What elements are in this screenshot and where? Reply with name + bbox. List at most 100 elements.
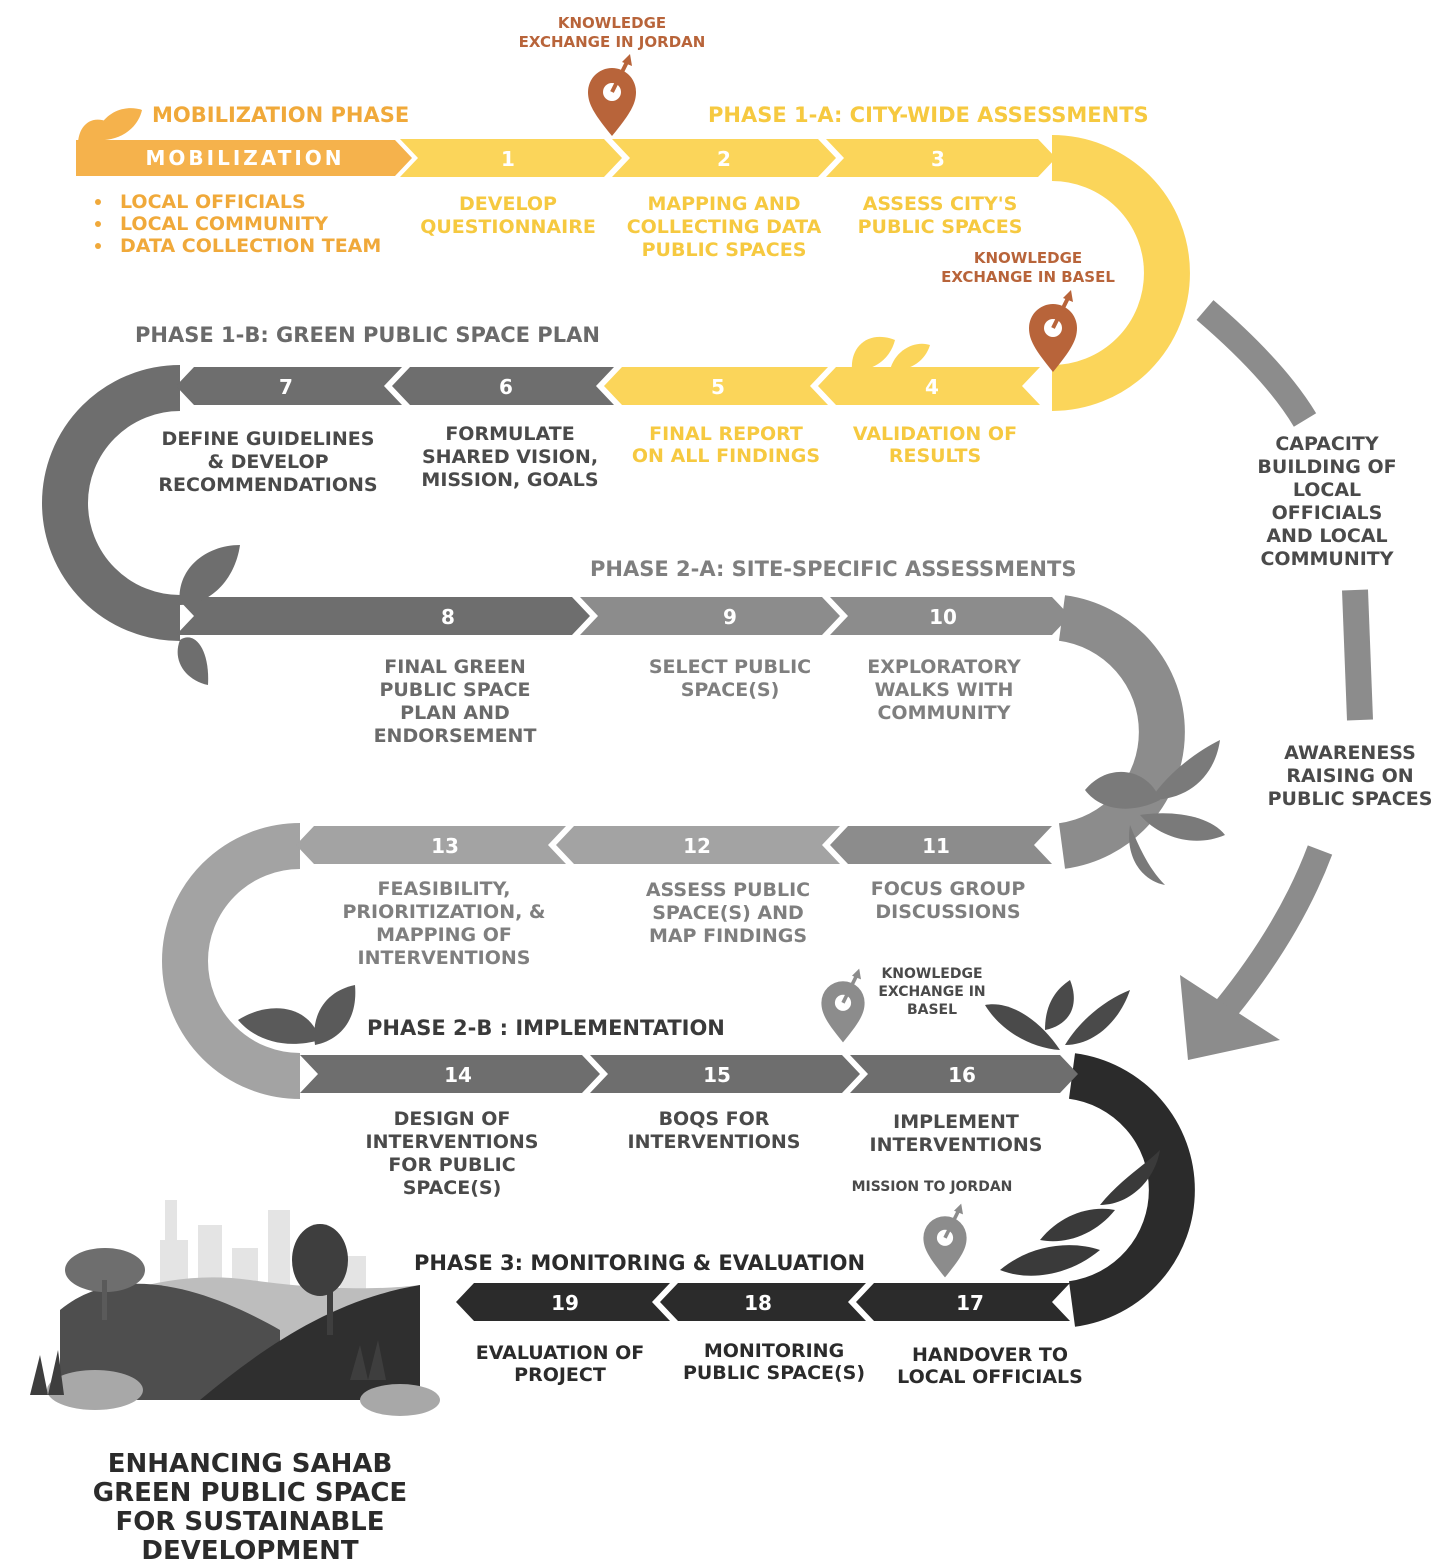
step-segment-8 [176, 597, 590, 635]
step-12-desc-line: MAP FINDINGS [649, 925, 807, 947]
step-16-desc-line: INTERVENTIONS [870, 1134, 1043, 1156]
capacity-building-text: BUILDING OF [1257, 456, 1396, 478]
connector-row3-row4 [1058, 595, 1185, 869]
step-5-desc-line: FINAL REPORT [649, 423, 803, 445]
step-number-12: 12 [683, 834, 711, 858]
step-12-desc-line: SPACE(S) AND [652, 902, 804, 924]
step-number-9: 9 [723, 605, 737, 629]
step-2-desc-line: PUBLIC SPACES [642, 239, 807, 261]
capacity-building-text: LOCAL [1293, 479, 1361, 501]
step-12-desc-line: ASSESS PUBLIC [646, 879, 810, 901]
step-15-desc-line: INTERVENTIONS [628, 1131, 801, 1153]
step-17-desc-line: HANDOVER TO [912, 1344, 1068, 1366]
step-9-desc-line: SPACE(S) [681, 679, 780, 701]
step-13-desc-line: INTERVENTIONS [358, 947, 531, 969]
step-segment-12 [556, 826, 840, 864]
step-number-8: 8 [441, 605, 455, 629]
step-number-18: 18 [744, 1291, 772, 1315]
step-segment-3 [826, 139, 1056, 177]
annotation-knowledge-exchange-basel-2: BASEL [907, 1002, 957, 1018]
step-8-desc-line: PUBLIC SPACE [379, 679, 530, 701]
palm-leaf-icon [1000, 1150, 1160, 1276]
step-8-desc-line: FINAL GREEN [384, 656, 525, 678]
connector-row4-row5 [162, 823, 301, 1099]
awareness-arrow-shaft [1214, 845, 1333, 1019]
step-1-desc-line: QUESTIONNAIRE [420, 216, 596, 238]
step-6-desc-line: SHARED VISION, [422, 446, 598, 468]
step-10-desc-line: WALKS WITH [875, 679, 1014, 701]
step-6-desc-line: MISSION, GOALS [421, 469, 598, 491]
step-segment-1 [400, 139, 622, 177]
bullet-item: DATA COLLECTION TEAM [120, 235, 381, 257]
step-number-16: 16 [948, 1063, 976, 1087]
step-segment-17 [856, 1283, 1070, 1321]
step-6-desc-line: FORMULATE [445, 423, 574, 445]
step-number-14: 14 [444, 1063, 472, 1087]
step-18-desc-line: MONITORING [704, 1340, 844, 1362]
annotation-knowledge-exchange-basel: EXCHANGE IN BASEL [941, 268, 1115, 286]
step-5-desc-line: ON ALL FINDINGS [632, 445, 820, 467]
step-number-19: 19 [551, 1291, 579, 1315]
step-segment-19 [456, 1283, 670, 1321]
step-segment-14 [300, 1055, 600, 1093]
step-number-7: 7 [279, 375, 293, 399]
step-segment-15 [590, 1055, 860, 1093]
step-number-5: 5 [711, 375, 725, 399]
step-segment-13 [296, 826, 566, 864]
step-number-17: 17 [956, 1291, 984, 1315]
step-segment-7 [176, 367, 402, 405]
mobilization-bar-label: MOBILIZATION [145, 146, 344, 170]
step-segment-10 [830, 597, 1070, 635]
step-3-desc-line: ASSESS CITY'S [863, 193, 1018, 215]
footer-title-line: ENHANCING SAHAB [108, 1449, 393, 1479]
mobilization-leaf-icon [78, 108, 142, 143]
step-9-desc-line: SELECT PUBLIC [649, 656, 811, 678]
awareness-arrow-head [1180, 975, 1280, 1060]
annotation-knowledge-exchange-basel-2: EXCHANGE IN [878, 984, 985, 1000]
step-number-10: 10 [929, 605, 957, 629]
location-pin-icon-jordan [588, 54, 636, 136]
bullet-dot [95, 221, 101, 227]
step-13-desc-line: PRIORITIZATION, & [343, 901, 546, 923]
annotation-knowledge-exchange-basel-2: KNOWLEDGE [881, 966, 982, 982]
step-18-desc-line: PUBLIC SPACE(S) [683, 1362, 865, 1384]
step-segment-2 [612, 139, 836, 177]
step-8-desc-line: PLAN AND [400, 702, 510, 724]
step-number-1: 1 [501, 147, 515, 171]
phase-3-title: PHASE 3: MONITORING & EVALUATION [414, 1251, 865, 1275]
step-segment-4 [818, 367, 1040, 405]
annotation-mission-to-jordan: MISSION TO JORDAN [852, 1179, 1013, 1195]
step-2-desc-line: MAPPING AND [647, 193, 800, 215]
step-7-desc-line: RECOMMENDATIONS [158, 474, 377, 496]
step-19-desc-line: EVALUATION OF [476, 1342, 644, 1364]
connector-row5-row6 [1068, 1053, 1195, 1327]
landscape-illustration [30, 1200, 440, 1416]
annotation-knowledge-exchange-jordan: KNOWLEDGE [558, 14, 666, 32]
step-14-desc-line: FOR PUBLIC [388, 1154, 515, 1176]
annotation-knowledge-exchange-jordan: EXCHANGE IN JORDAN [519, 33, 706, 51]
step-19-desc-line: PROJECT [514, 1364, 606, 1386]
bullet-dot [95, 199, 101, 205]
bullet-item: LOCAL COMMUNITY [120, 213, 328, 235]
step-7-desc-line: & DEVELOP [207, 451, 328, 473]
step-4-desc-line: VALIDATION OF [853, 423, 1017, 445]
step-number-4: 4 [925, 375, 939, 399]
awareness-raising-text: RAISING ON [1286, 765, 1413, 787]
step-3-desc-line: PUBLIC SPACES [858, 216, 1023, 238]
step-14-desc-line: INTERVENTIONS [366, 1131, 539, 1153]
step-10-desc-line: EXPLORATORY [867, 656, 1021, 678]
step-number-13: 13 [431, 834, 459, 858]
capacity-down-line [1342, 589, 1373, 721]
step-segment-5 [604, 367, 828, 405]
leaf-icon-left-curve [177, 545, 240, 685]
step-13-desc-line: FEASIBILITY, [378, 878, 511, 900]
step-14-desc-line: DESIGN OF [394, 1108, 511, 1130]
step-4-desc-line: RESULTS [889, 445, 981, 467]
location-pin-icon-basel [1029, 290, 1077, 372]
step-number-2: 2 [717, 147, 731, 171]
footer-title-line: FOR SUSTAINABLE [115, 1507, 384, 1537]
location-pin-icon-mission [923, 1203, 967, 1278]
step-17-desc-line: LOCAL OFFICIALS [897, 1366, 1083, 1388]
